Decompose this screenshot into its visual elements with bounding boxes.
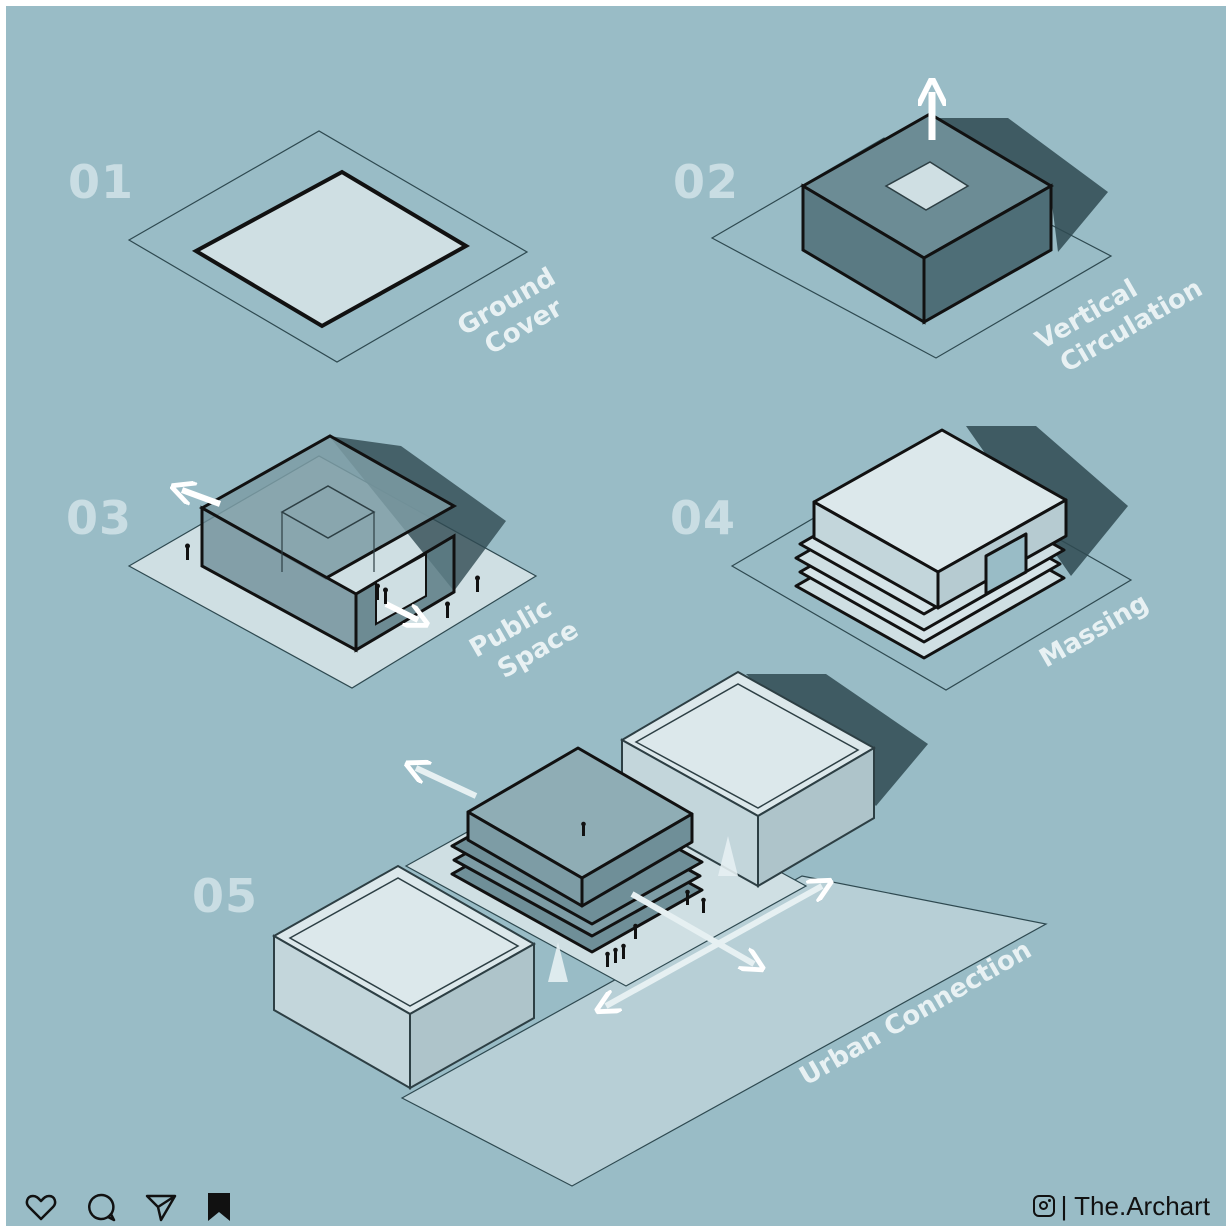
credit[interactable]: | The.Archart: [1033, 1190, 1210, 1222]
step-number: 01: [68, 155, 134, 209]
step-01-diagram: 01 Ground Cover: [68, 131, 576, 368]
heart-icon[interactable]: [24, 1190, 58, 1224]
left-arrow-icon: [182, 490, 220, 504]
step-05-diagram: 05 Urban Connection: [192, 672, 1046, 1186]
post-footer: | The.Archart: [6, 1186, 1226, 1226]
isometric-diagram: 01 Ground Cover 02 Vertical Circulation: [6, 6, 1226, 1226]
step-number: 05: [192, 869, 258, 923]
instagram-icon: [1033, 1195, 1055, 1217]
step-02-diagram: 02 Vertical Circulation: [673, 92, 1208, 384]
step-label: Massing: [1035, 588, 1154, 674]
step-number: 02: [673, 155, 739, 209]
bookmark-icon[interactable]: [202, 1190, 236, 1224]
credit-text: | The.Archart: [1061, 1191, 1210, 1222]
diagram-canvas: 01 Ground Cover 02 Vertical Circulation: [6, 6, 1226, 1226]
share-icon[interactable]: [144, 1190, 178, 1224]
step-04-diagram: 04 Massing: [670, 426, 1154, 690]
step-number: 03: [66, 491, 132, 545]
northwest-arrow-icon: [416, 768, 476, 796]
step-03-diagram: 03 Public Space: [66, 436, 584, 692]
step-number: 04: [670, 491, 736, 545]
comment-icon[interactable]: [84, 1190, 118, 1224]
